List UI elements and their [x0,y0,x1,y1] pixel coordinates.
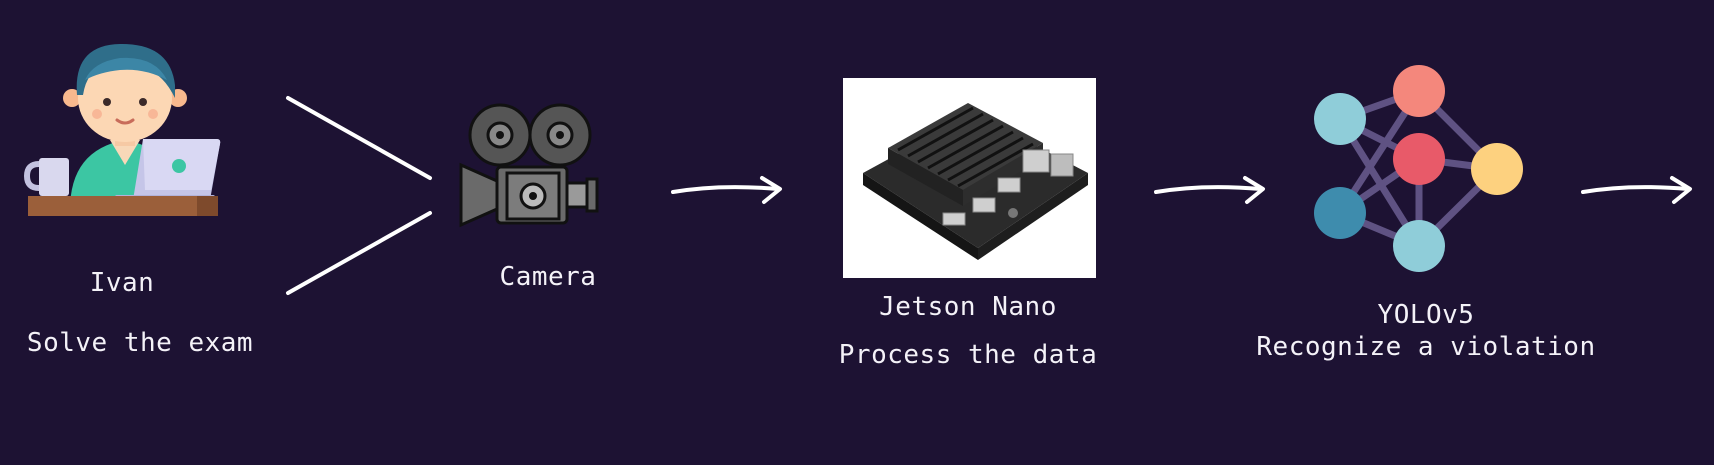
nn-node-hidden-2 [1393,133,1445,185]
jetson-caption: Process the data [838,340,1098,370]
flow-arrow-3 [1581,176,1692,204]
view-line-top [286,96,432,180]
jetson-nano-board-image [843,78,1096,278]
nn-node-input-2 [1314,187,1366,239]
flow-arrow-2 [1154,176,1265,204]
student-name: Ivan [89,268,155,298]
student-caption: Solve the exam [26,328,254,358]
movie-camera-icon [459,103,599,228]
nn-node-hidden-1 [1393,65,1445,117]
nn-node-input-1 [1314,93,1366,145]
nn-node-hidden-3 [1393,220,1445,272]
camera-name: Camera [499,262,597,292]
nn-node-output [1471,143,1523,195]
jetson-name: Jetson Nano [879,292,1057,322]
student-at-laptop-icon [23,43,221,216]
view-lines [286,96,432,295]
view-line-bottom [286,211,432,295]
model-name: YOLOv5 [1377,300,1475,330]
neural-network-icon [1314,65,1523,272]
model-caption: Recognize a violation [1256,332,1596,362]
flow-arrow-1 [671,176,782,204]
